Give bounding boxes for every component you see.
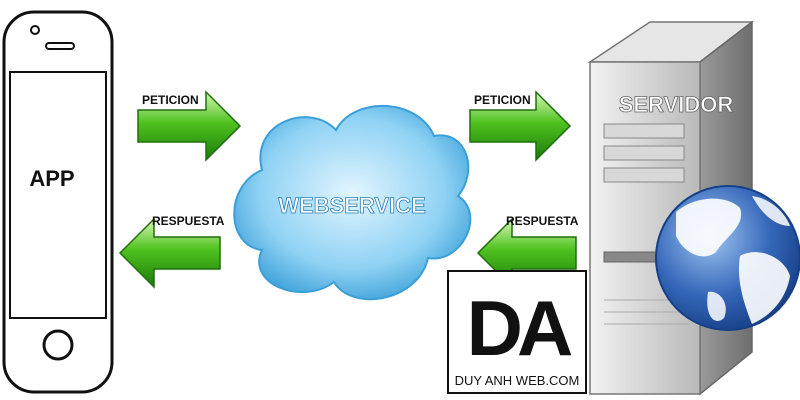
drive-bay: [603, 123, 685, 139]
watermark-logo: DA DUY ANH WEB.COM: [447, 270, 587, 394]
request-label-right: PETICION: [474, 93, 531, 107]
app-label: APP: [29, 166, 74, 191]
phone-speaker: [45, 42, 75, 50]
drive-slot: [603, 251, 665, 263]
response-arrow-left: RESPUESTA: [118, 214, 225, 289]
request-arrow-right: PETICION: [469, 90, 572, 162]
watermark-logo-text: DA: [467, 284, 572, 372]
phone-camera-icon: [30, 25, 40, 35]
request-arrow-left: PETICION: [137, 90, 242, 162]
drive-bay: [603, 167, 685, 183]
watermark-site: DUY ANH WEB.COM: [455, 373, 580, 388]
webservice-label: WEBSERVICE: [278, 193, 426, 218]
globe-icon: [655, 185, 800, 331]
phone: APP: [2, 10, 114, 394]
server-label: SERVIDOR: [619, 92, 734, 117]
response-label-right: RESPUESTA: [506, 214, 579, 228]
request-label-left: PETICION: [142, 93, 199, 107]
drive-bay: [603, 145, 685, 161]
webservice-cloud: WEBSERVICE: [233, 105, 472, 301]
response-label-left: RESPUESTA: [152, 214, 225, 228]
phone-home-button: [42, 329, 74, 361]
